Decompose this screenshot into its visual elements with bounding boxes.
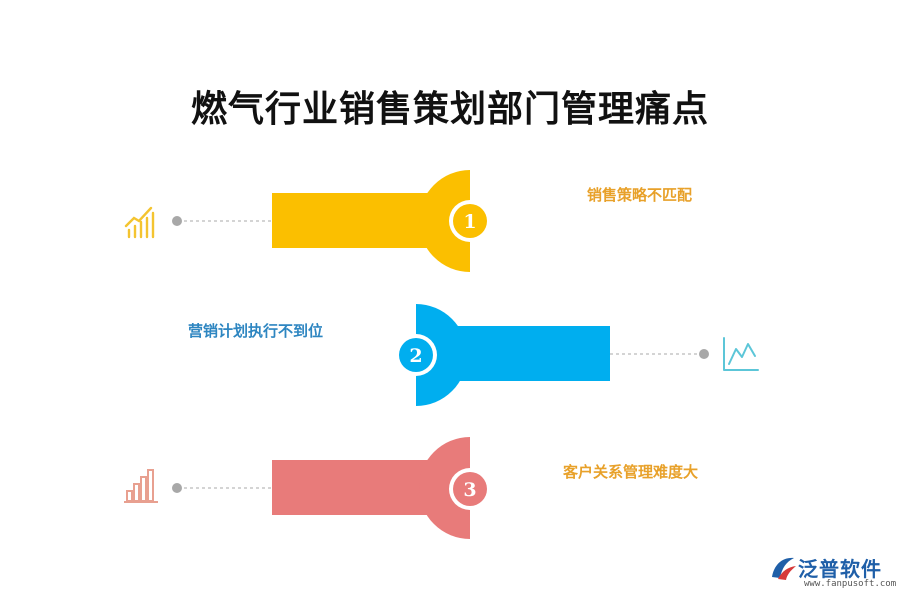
item-bar-2 [450, 326, 610, 381]
item-label-3: 客户关系管理难度大 [563, 463, 699, 481]
item-bar-3 [272, 460, 432, 515]
item-bar-1 [272, 193, 432, 248]
brand-logo: 泛普软件 www.fanpusoft.com [768, 553, 896, 597]
bar-chart-rising-icon [124, 206, 155, 239]
item-number-1: 1 [463, 211, 476, 233]
item-number-2: 2 [409, 345, 422, 367]
number-badge-inner-1 [453, 204, 487, 238]
item-half-disc-3 [419, 437, 470, 539]
number-badge-inner-3 [453, 472, 487, 506]
page-title: 燃气行业销售策划部门管理痛点 [190, 89, 709, 130]
connector-dot-3 [172, 483, 182, 493]
item-3: 3 [124, 437, 491, 539]
item-2: 2 [395, 304, 759, 406]
connector-dot-1 [172, 216, 182, 226]
connector-dot-2 [699, 349, 709, 359]
item-number-3: 3 [463, 479, 476, 501]
item-label-2: 营销计划执行不到位 [188, 322, 324, 340]
logo-mark-icon [772, 557, 796, 580]
logo-name: 泛普软件 [798, 557, 882, 581]
item-label-1: 销售策略不匹配 [587, 186, 693, 204]
bar-chart-icon [124, 469, 158, 503]
line-chart-icon [723, 337, 759, 371]
number-badge-inner-2 [399, 338, 433, 372]
item-half-disc-1 [419, 170, 470, 272]
logo-url: www.fanpusoft.com [804, 579, 897, 589]
item-1: 1 [124, 170, 491, 272]
